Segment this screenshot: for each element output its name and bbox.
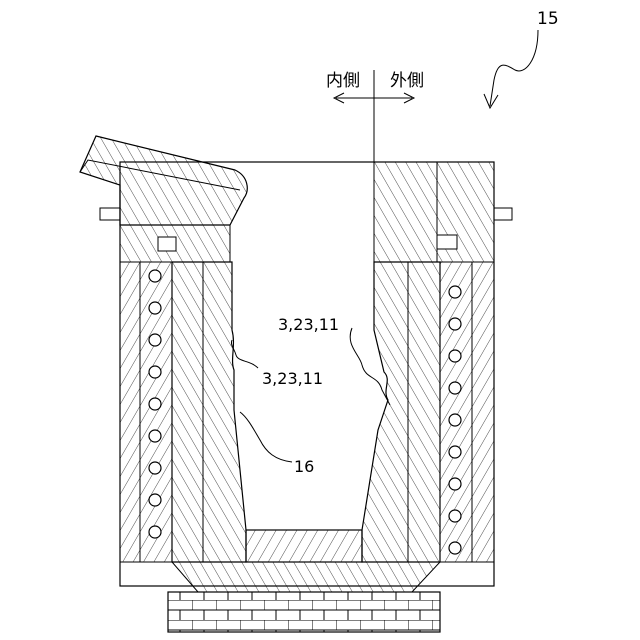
leader-left-wall bbox=[231, 340, 258, 368]
coil-turn bbox=[149, 526, 161, 538]
coil-turn bbox=[149, 366, 161, 378]
lid-left-notch bbox=[158, 237, 176, 251]
coil-turn bbox=[449, 414, 461, 426]
coil-turn bbox=[149, 398, 161, 410]
coil-turn bbox=[449, 350, 461, 362]
coil-turn bbox=[449, 382, 461, 394]
ref-left-wall-label: 3,23,11 bbox=[262, 369, 323, 388]
coil-turn bbox=[149, 302, 161, 314]
coil-turn bbox=[449, 542, 461, 554]
brick-foundation bbox=[168, 592, 440, 632]
coil-turn bbox=[449, 446, 461, 458]
base-plate bbox=[172, 562, 440, 592]
lid-right-notch bbox=[437, 235, 457, 249]
left-crucible-wall bbox=[172, 262, 246, 562]
coil-turn bbox=[149, 462, 161, 474]
left-outer-wall bbox=[120, 262, 172, 562]
inner-side-label: 内側 bbox=[326, 71, 360, 91]
lid-right-block bbox=[374, 162, 494, 262]
coil-turn bbox=[449, 478, 461, 490]
right-outer-wall bbox=[440, 262, 494, 562]
ref-right-wall-label: 3,23,11 bbox=[278, 315, 339, 334]
pouring-spout bbox=[80, 136, 247, 225]
coil-turn bbox=[449, 318, 461, 330]
left-coil-group bbox=[149, 270, 161, 538]
outer-side-label: 外側 bbox=[390, 71, 424, 91]
figure-ref-leader bbox=[490, 30, 538, 106]
coil-turn bbox=[149, 494, 161, 506]
coil-turn bbox=[449, 510, 461, 522]
coil-turn bbox=[149, 270, 161, 282]
ref-cavity-label: 16 bbox=[294, 457, 314, 476]
coil-turn bbox=[149, 430, 161, 442]
crucible-bottom bbox=[246, 530, 362, 562]
right-flange bbox=[494, 208, 512, 220]
left-flange bbox=[100, 208, 120, 220]
coil-turn bbox=[449, 286, 461, 298]
coil-turn bbox=[149, 334, 161, 346]
right-coil-group bbox=[449, 286, 461, 554]
figure-ref-label: 15 bbox=[537, 9, 559, 29]
right-crucible-wall bbox=[362, 262, 440, 562]
leader-cavity bbox=[240, 412, 292, 462]
